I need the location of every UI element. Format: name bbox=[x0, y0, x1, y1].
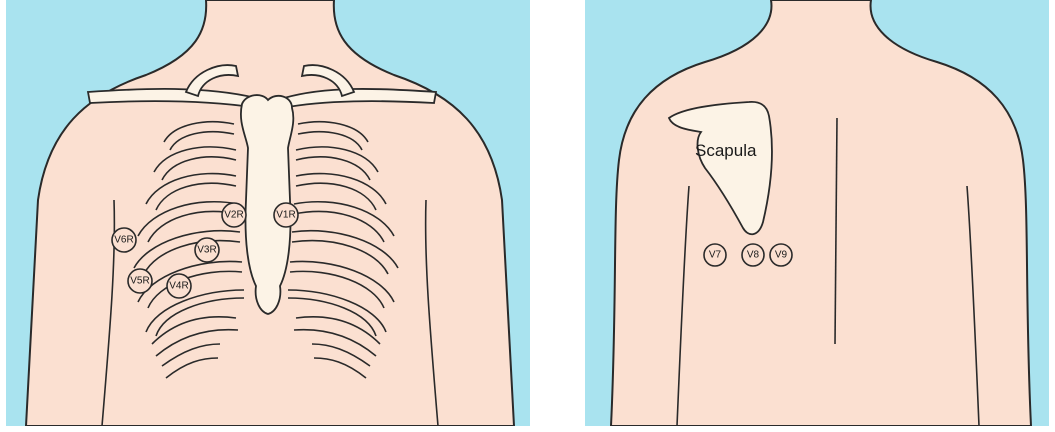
electrode-v1r-label: V1R bbox=[276, 210, 295, 221]
electrode-v8: V8 bbox=[742, 244, 764, 266]
electrode-v7: V7 bbox=[704, 244, 726, 266]
electrode-v9-label: V9 bbox=[775, 250, 788, 261]
electrode-v6r: V6R bbox=[112, 228, 136, 252]
electrode-v1r: V1R bbox=[274, 203, 298, 227]
electrode-v5r-label: V5R bbox=[130, 276, 149, 287]
electrode-v4r: V4R bbox=[167, 274, 191, 298]
electrode-v9: V9 bbox=[770, 244, 792, 266]
front-chest-diagram: V2R V1R V3R V6R V5R V4R bbox=[6, 0, 530, 426]
back-view-panel: Scapula V7 V8 V9 bbox=[585, 0, 1049, 426]
electrode-v7-label: V7 bbox=[709, 250, 722, 261]
back-diagram: Scapula V7 V8 V9 bbox=[585, 0, 1049, 426]
scapula-label: Scapula bbox=[695, 141, 757, 160]
front-view-panel: V2R V1R V3R V6R V5R V4R bbox=[6, 0, 530, 426]
electrode-v6r-label: V6R bbox=[114, 235, 133, 246]
electrode-v4r-label: V4R bbox=[169, 281, 188, 292]
electrode-v3r-label: V3R bbox=[197, 245, 216, 256]
electrode-v3r: V3R bbox=[195, 238, 219, 262]
electrode-v2r: V2R bbox=[222, 203, 246, 227]
electrode-v5r: V5R bbox=[128, 269, 152, 293]
electrode-v8-label: V8 bbox=[747, 250, 760, 261]
electrode-v2r-label: V2R bbox=[224, 210, 243, 221]
